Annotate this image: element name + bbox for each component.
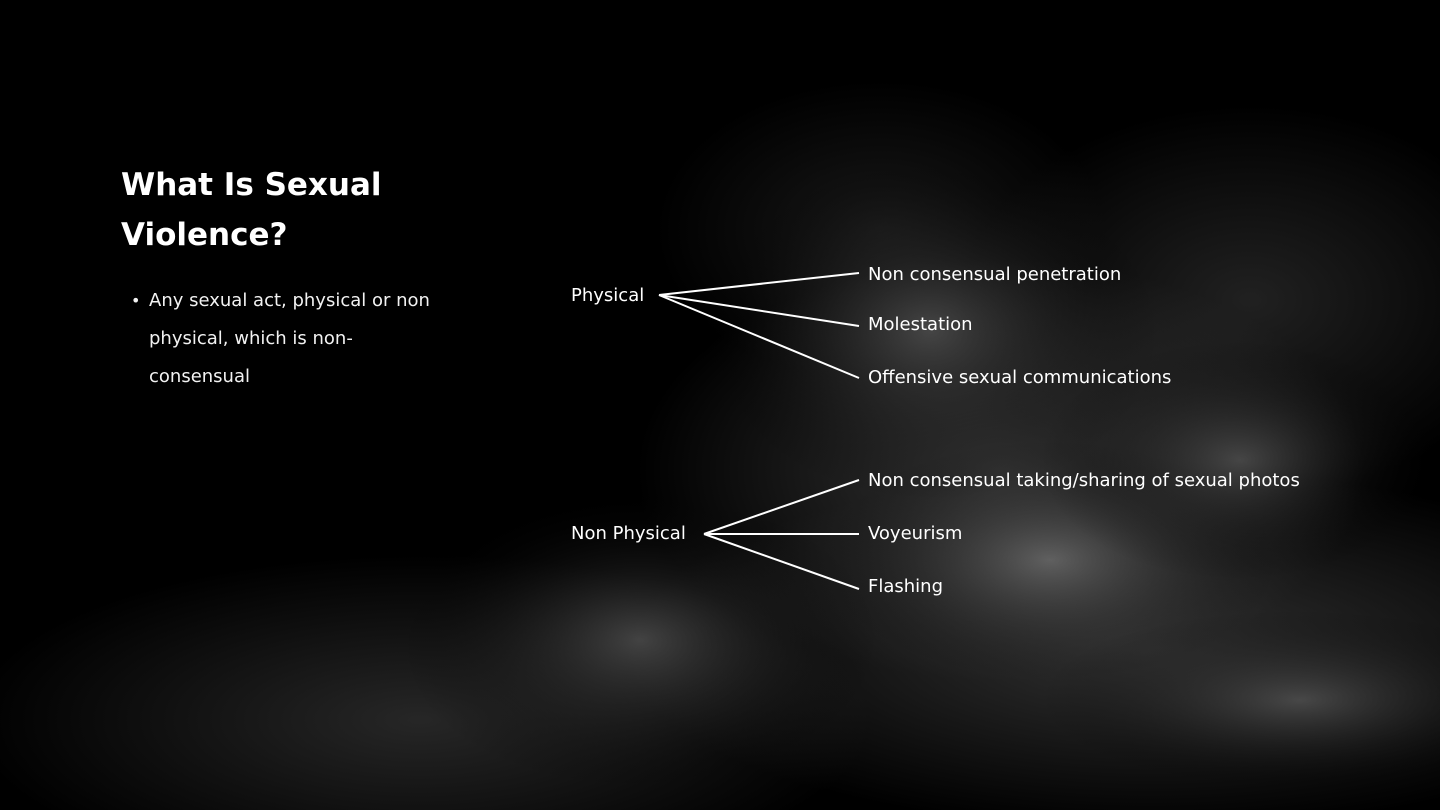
connector-line xyxy=(658,294,860,327)
connector-line xyxy=(658,294,860,379)
item-non-consensual-penetration: Non consensual penetration xyxy=(868,264,1121,285)
bullet-list: • Any sexual act, physical or non physica… xyxy=(131,282,431,396)
item-photo-sharing: Non consensual taking/sharing of sexual … xyxy=(868,470,1300,491)
bullet-item: • Any sexual act, physical or non physica… xyxy=(131,282,431,396)
group-label-non-physical: Non Physical xyxy=(571,523,686,544)
item-voyeurism: Voyeurism xyxy=(868,523,962,544)
group-label-physical: Physical xyxy=(571,285,644,306)
item-flashing: Flashing xyxy=(868,576,943,597)
bullet-text: Any sexual act, physical or non physical… xyxy=(149,290,430,387)
item-molestation: Molestation xyxy=(868,314,973,335)
slide-title: What Is Sexual Violence? xyxy=(121,167,382,253)
bullet-icon: • xyxy=(131,291,141,310)
connector-line xyxy=(658,272,860,296)
item-offensive-communications: Offensive sexual communications xyxy=(868,367,1171,388)
connector-line xyxy=(703,533,860,590)
connector-line xyxy=(703,479,860,535)
